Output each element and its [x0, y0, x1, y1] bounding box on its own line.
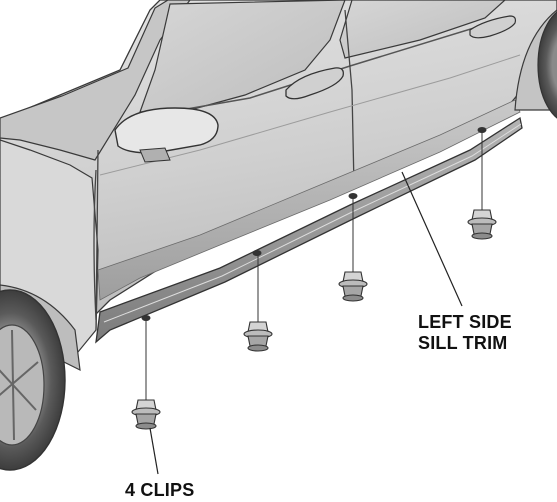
- sill-trim-edge: [103, 123, 522, 323]
- rear-door-handle: [469, 15, 517, 39]
- side-mirror-base: [139, 147, 171, 163]
- clips-callout-line: [149, 427, 159, 475]
- clip-1: [131, 399, 161, 430]
- rear-door-seam: [344, 9, 355, 187]
- clips-label: 4 CLIPS: [125, 480, 195, 500]
- clip-holes: [141, 127, 487, 321]
- a-pillar: [0, 0, 191, 161]
- front-rim-spokes: [0, 329, 39, 441]
- front-door-handle: [285, 67, 344, 100]
- sill-trim-label-line1: LEFT SIDE: [418, 312, 512, 332]
- sill-trim: [95, 116, 523, 344]
- rear-window: [339, 0, 506, 59]
- clip-3: [338, 271, 368, 302]
- clip-2: [243, 321, 273, 352]
- rear-tire: [537, 11, 557, 119]
- clip-leader-lines: [145, 132, 483, 400]
- sill-trim-label: LEFT SIDE SILL TRIM: [418, 312, 512, 354]
- front-door-seam: [93, 149, 99, 331]
- front-rim: [0, 324, 45, 446]
- clip-4: [467, 209, 497, 240]
- sill-trim-label-line2: SILL TRIM: [418, 333, 508, 353]
- front-window: [139, 0, 346, 113]
- sill-trim-callout-line: [401, 171, 463, 307]
